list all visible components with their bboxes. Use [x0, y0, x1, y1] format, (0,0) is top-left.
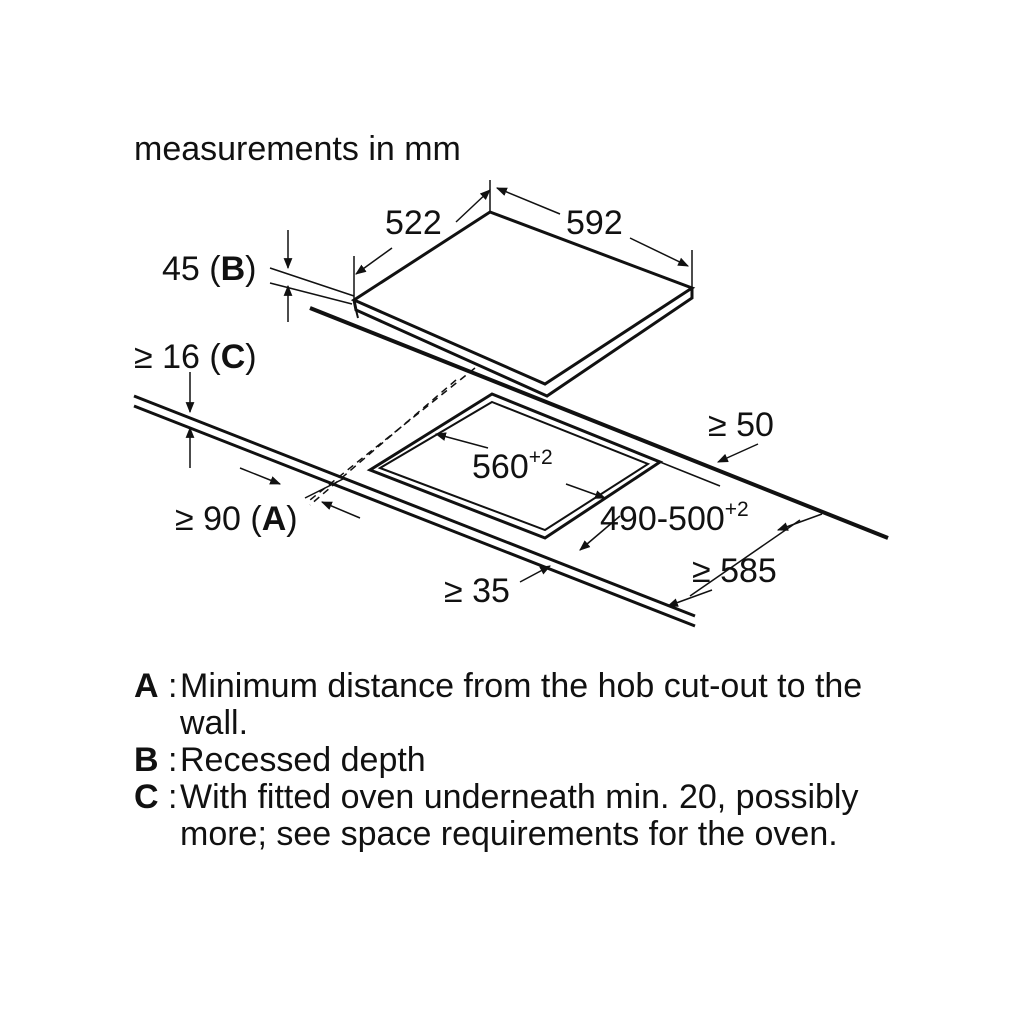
- hob-outline: [350, 210, 696, 398]
- label-oven-gap: ≥ 16 (C): [134, 338, 257, 376]
- dim-back-clearance: [659, 443, 759, 487]
- dim-worktop-depth: [666, 513, 823, 607]
- label-hob-width: 592: [566, 204, 623, 242]
- projection-lines: [309, 367, 476, 506]
- label-cutout-depth: 490-500+2: [600, 498, 749, 538]
- label-worktop-depth: ≥ 585: [692, 552, 777, 590]
- label-recess: 45 (B): [162, 250, 257, 288]
- dim-hob-depth: [353, 180, 491, 300]
- dim-wall-distance: [239, 467, 361, 519]
- dim-recess: [269, 230, 355, 322]
- legend-key: C: [134, 778, 159, 816]
- dim-front-clearance: [519, 565, 551, 583]
- label-back-clearance: ≥ 50: [708, 406, 774, 444]
- dim-hob-width: [495, 187, 693, 288]
- legend-item-a: A : Minimum distance from the hob cut-ou…: [134, 668, 914, 742]
- label-cutout-width: 560+2: [472, 446, 553, 486]
- legend-key: A: [134, 667, 159, 705]
- legend-item-c: C : With fitted oven underneath min. 20,…: [134, 779, 914, 853]
- legend-text: Recessed depth: [180, 741, 426, 779]
- worktop-outline: [133, 306, 889, 628]
- cutout-outline: [366, 392, 664, 540]
- dim-cutout-depth: [579, 515, 621, 551]
- legend-text: Minimum distance from the hob cut-out to…: [180, 667, 863, 742]
- legend-text: With fitted oven underneath min. 20, pos…: [180, 778, 859, 853]
- label-hob-depth: 522: [385, 204, 442, 242]
- legend-item-b: B : Recessed depth: [134, 742, 914, 779]
- units-note: measurements in mm: [134, 130, 461, 168]
- label-front-clearance: ≥ 35: [444, 572, 510, 610]
- legend-key: B: [134, 741, 159, 779]
- legend: A : Minimum distance from the hob cut-ou…: [134, 668, 914, 853]
- label-wall-distance: ≥ 90 (A): [175, 500, 298, 538]
- dim-cutout-width: [434, 432, 607, 499]
